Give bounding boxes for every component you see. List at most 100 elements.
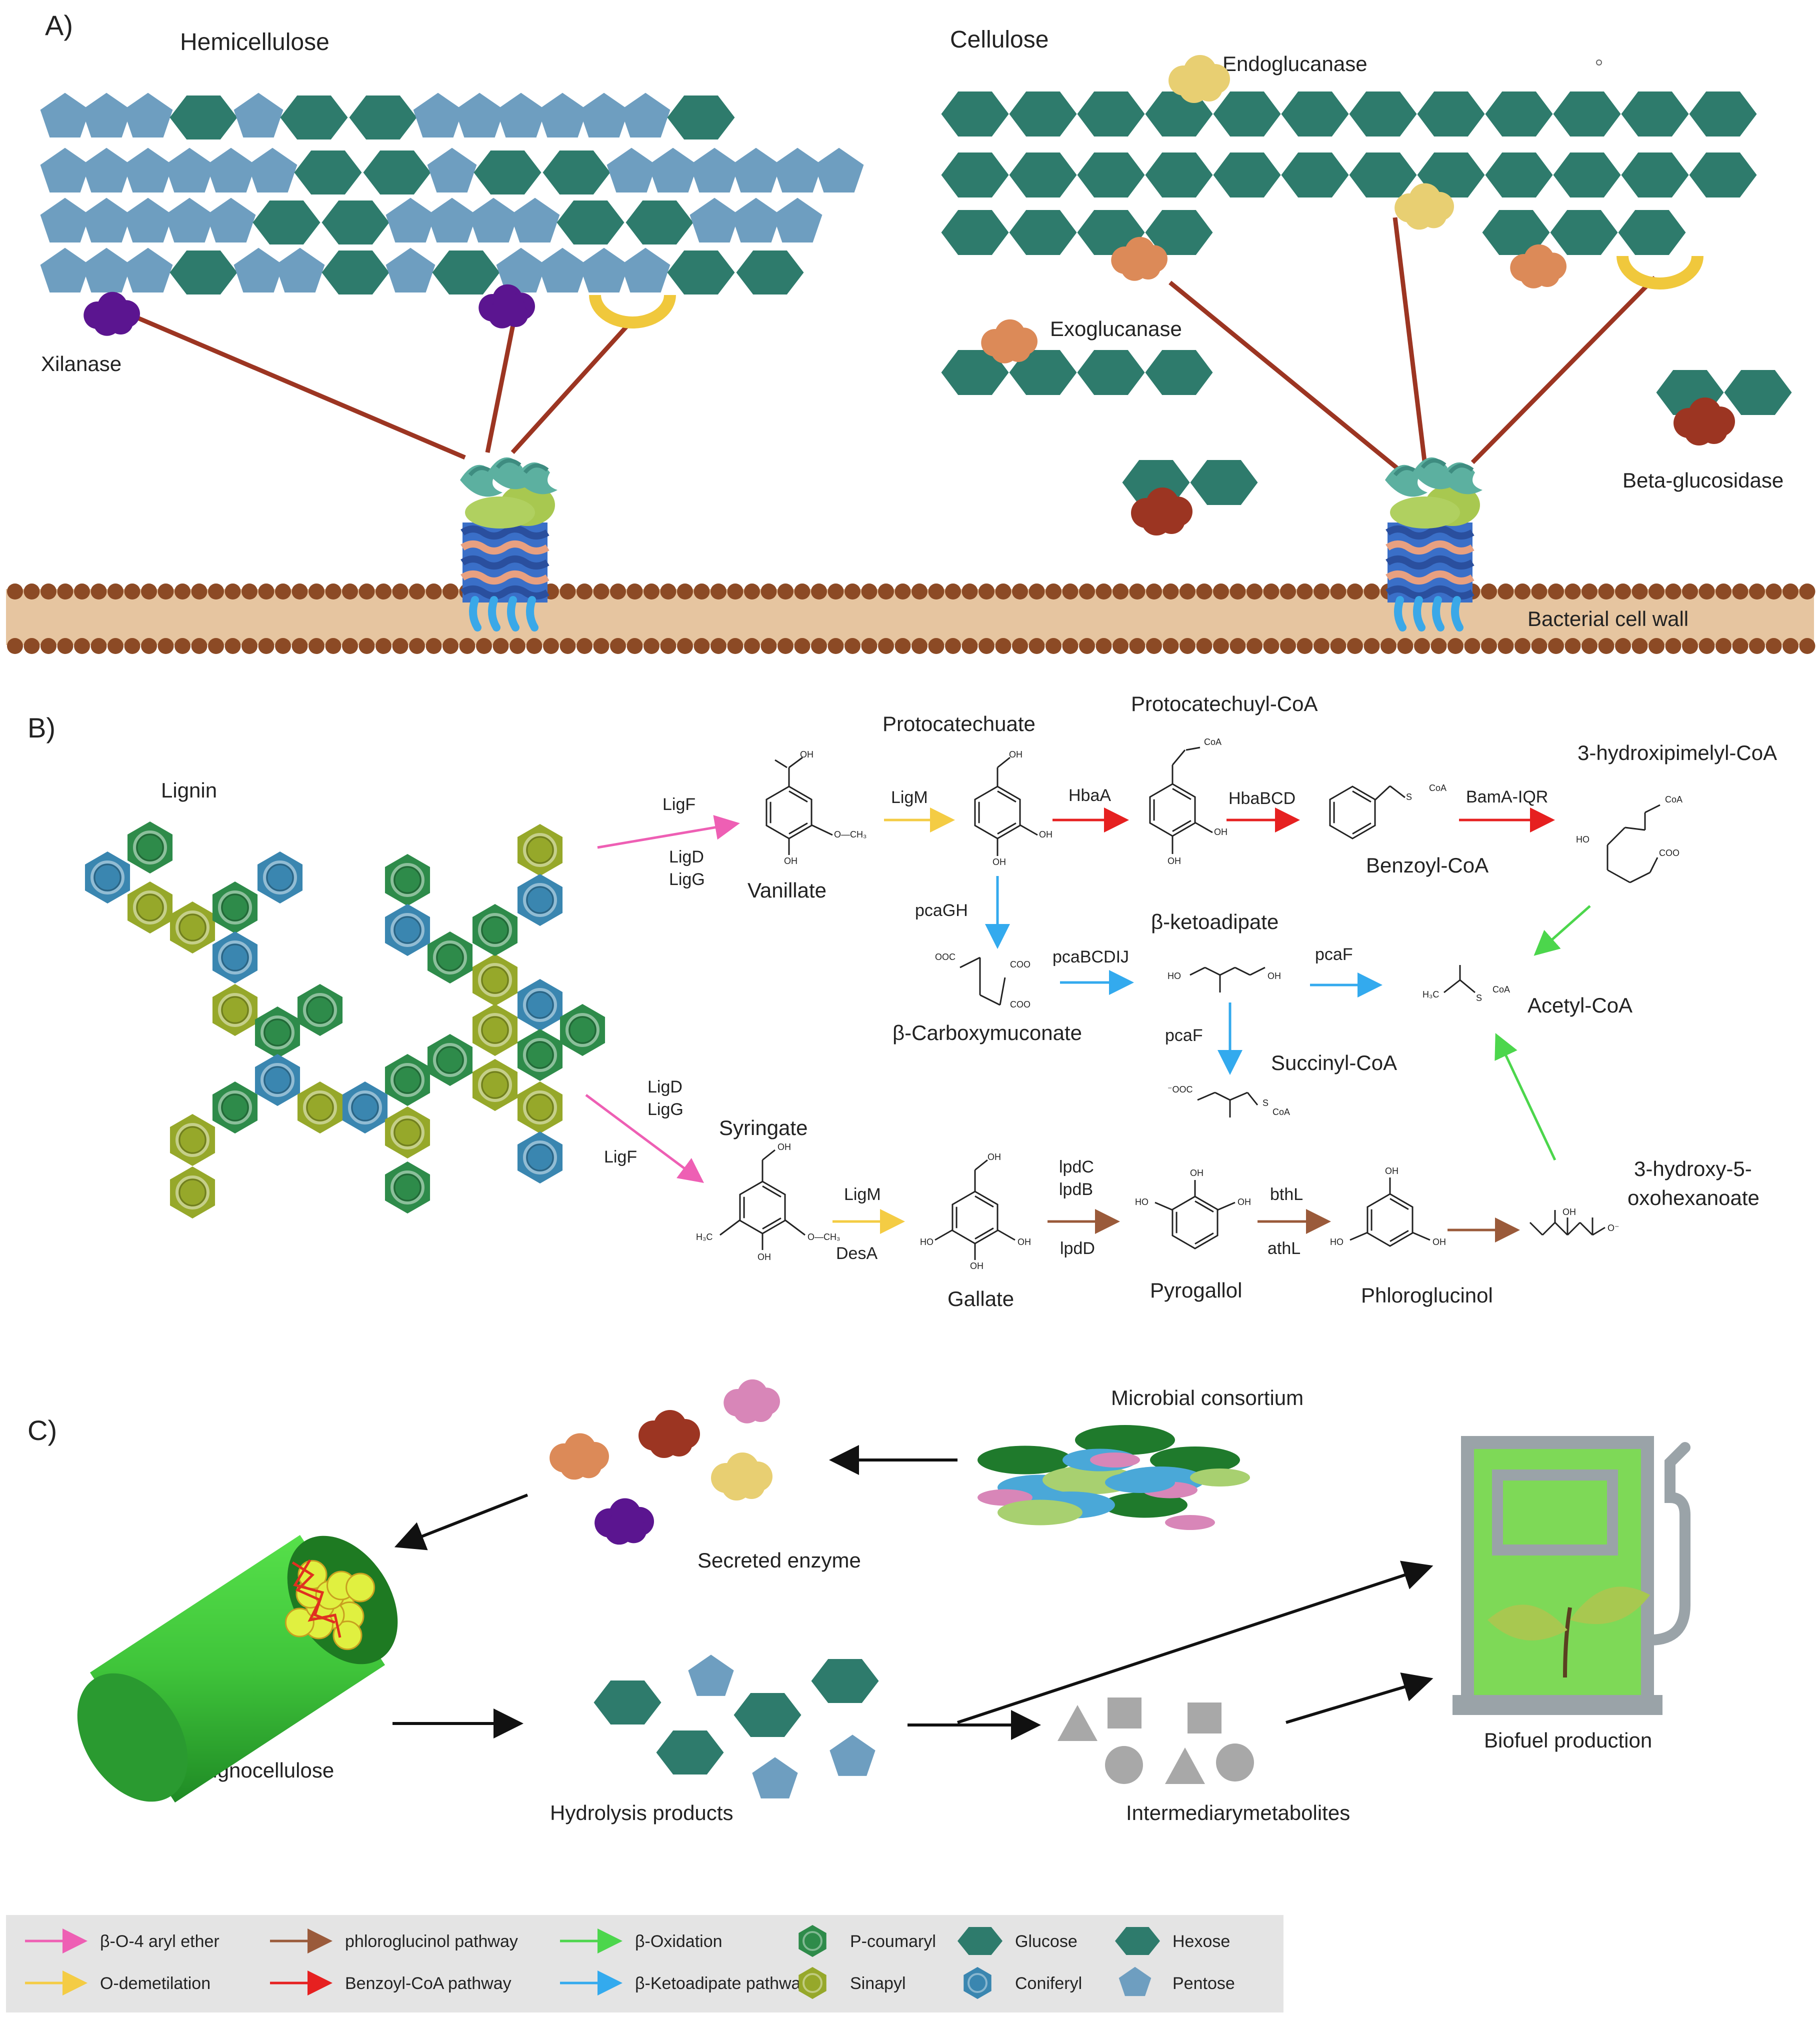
pyrogallol-label: Pyrogallol: [1150, 1278, 1242, 1302]
enzyme-bthl: bthL: [1270, 1185, 1303, 1204]
hydroxipimelyl-coa-label: 3-hydroxipimelyl-CoA: [1578, 741, 1777, 764]
hexose-unit: [941, 350, 1009, 395]
legend-label: Sinapyl: [850, 1974, 906, 1993]
enzyme-ligd: LigD: [669, 848, 704, 866]
hexose-unit: [322, 250, 390, 294]
hexose-unit: [294, 150, 362, 194]
lignin-unit: [517, 824, 563, 876]
legend-label: P-coumaryl: [850, 1932, 936, 1951]
arrow-oxidation-bottom: [1494, 1032, 1556, 1161]
hexose-product: [811, 1659, 879, 1703]
atom-label: OH: [988, 1152, 1001, 1162]
legend-label: β-Ketoadipate pathway: [635, 1974, 809, 1993]
lignin-unit: [384, 1054, 430, 1106]
lignin-unit: [517, 874, 563, 926]
pentose-unit: [413, 92, 463, 138]
metabolite-triangle: [1058, 1705, 1098, 1741]
hexose-unit: [280, 96, 348, 140]
hexose-unit: [1553, 152, 1621, 198]
lignin-unit: [384, 904, 430, 956]
pentose-unit: [206, 198, 256, 242]
anchor-ring: [1616, 256, 1704, 290]
xilanase-label: Xilanase: [41, 352, 122, 376]
pentose-product: [830, 1734, 876, 1776]
lignin-unit: [84, 852, 130, 904]
microbe: [1165, 1515, 1215, 1530]
enzyme-ligg-bottom: LigG: [648, 1100, 684, 1119]
enzyme-bama-iqr: BamA-IQR: [1466, 788, 1548, 806]
hexose-unit: [1213, 152, 1281, 198]
secreted-exoglucanase: [550, 1433, 609, 1480]
pentose-unit: [123, 248, 173, 292]
legend-label: phloroglucinol pathway: [345, 1932, 518, 1951]
hexose-unit: [363, 150, 431, 194]
hydroxy-oxohexanoate-label-2: oxohexanoate: [1628, 1186, 1760, 1210]
lignin-unit: [257, 852, 303, 904]
legend-label: Hexose: [1172, 1932, 1230, 1951]
lignin-unit: [517, 1029, 563, 1081]
xilanase-enzyme: [84, 292, 140, 336]
atom-label: OH: [1562, 1207, 1576, 1217]
enzyme-ligf-bottom: LigF: [604, 1148, 637, 1166]
atom-label: OH: [758, 1252, 771, 1262]
panel-b-label: B): [28, 712, 56, 744]
bacterial-cell-wall: Bacterial cell wall: [6, 584, 1816, 654]
hexose-unit: [941, 92, 1009, 136]
hexose-unit: [1009, 92, 1077, 136]
metabolite-circle: [1105, 1746, 1143, 1784]
acetyl-coa-label: Acetyl-CoA: [1528, 994, 1632, 1017]
microbe: [978, 1446, 1072, 1474]
legend-hexagon-icon: [798, 1925, 826, 1957]
microbial-consortium-label: Microbial consortium: [1111, 1386, 1304, 1410]
microbial-consortium: [978, 1425, 1250, 1530]
atom-label: HO: [1576, 834, 1590, 844]
hexose-unit: [626, 200, 694, 244]
hexose-unit: [474, 150, 542, 194]
pentose-unit: [427, 198, 477, 242]
hexose-unit: [1621, 92, 1689, 136]
lignin-unit: [427, 1034, 473, 1086]
atom-label: HO: [920, 1237, 934, 1247]
atom-label: OH: [1009, 750, 1022, 760]
microbe: [1090, 1452, 1140, 1468]
hexose-unit: [1009, 210, 1077, 255]
protocatechuate-label: Protocatechuate: [882, 712, 1036, 736]
hexose-unit: [667, 96, 735, 140]
enzyme-labels: LigF LigD LigG LigM HbaA HbaBCD BamA-IQR…: [604, 786, 1548, 1263]
enzyme-athl: athL: [1268, 1239, 1300, 1258]
atom-label: CoA: [1429, 783, 1446, 793]
chemical-structures: OHO—CH₃OHOHOHOHCoAOHOHSCoACoAHOCOOOOCCOO…: [696, 737, 1682, 1271]
pentose-unit: [731, 198, 781, 242]
panel-b: B) Lignin Protocatechuate Protocatechuyl…: [28, 692, 1777, 1310]
pathway-arrows: [585, 808, 1591, 1242]
lignin-unit: [472, 904, 518, 956]
pentose-unit: [123, 148, 173, 192]
atom-label: H₃C: [1422, 990, 1439, 1000]
legend-item: Coniferyl: [964, 1967, 1082, 1999]
hexose-unit: [170, 250, 238, 294]
atom-label: OH: [1385, 1166, 1398, 1176]
pentose-unit: [814, 148, 864, 192]
legend-item: β-Ketoadipate pathway: [560, 1970, 809, 1996]
legend-item: β-O-4 aryl ether: [25, 1928, 220, 1954]
benzoyl-coa-label: Benzoyl-CoA: [1366, 854, 1488, 877]
beta-ketoadipate-label: β-ketoadipate: [1151, 910, 1278, 934]
hexose-unit: [1281, 152, 1349, 198]
atom-label: COO: [1010, 1000, 1030, 1010]
hexose-unit: [1553, 92, 1621, 136]
lignin-unit: [297, 1082, 343, 1134]
hexose-unit: [667, 250, 735, 294]
pentose-unit: [620, 248, 670, 292]
legend-label: β-O-4 aryl ether: [100, 1932, 220, 1951]
panel-c: C) Microbial consortium Secreted enzyme …: [28, 1379, 1690, 1824]
pentose-unit: [206, 148, 256, 192]
lignocellulose-fiber: [77, 1535, 398, 1802]
pentose-unit: [164, 148, 214, 192]
enzyme-tethers: [124, 217, 1657, 474]
hexose-product: [734, 1693, 802, 1737]
beta-glucosidase-enzyme: [1131, 488, 1192, 536]
pentose-unit: [82, 198, 132, 242]
hexose-unit: [170, 96, 238, 140]
atom-label: OH: [1268, 971, 1281, 981]
atom-label: OH: [1168, 856, 1181, 866]
